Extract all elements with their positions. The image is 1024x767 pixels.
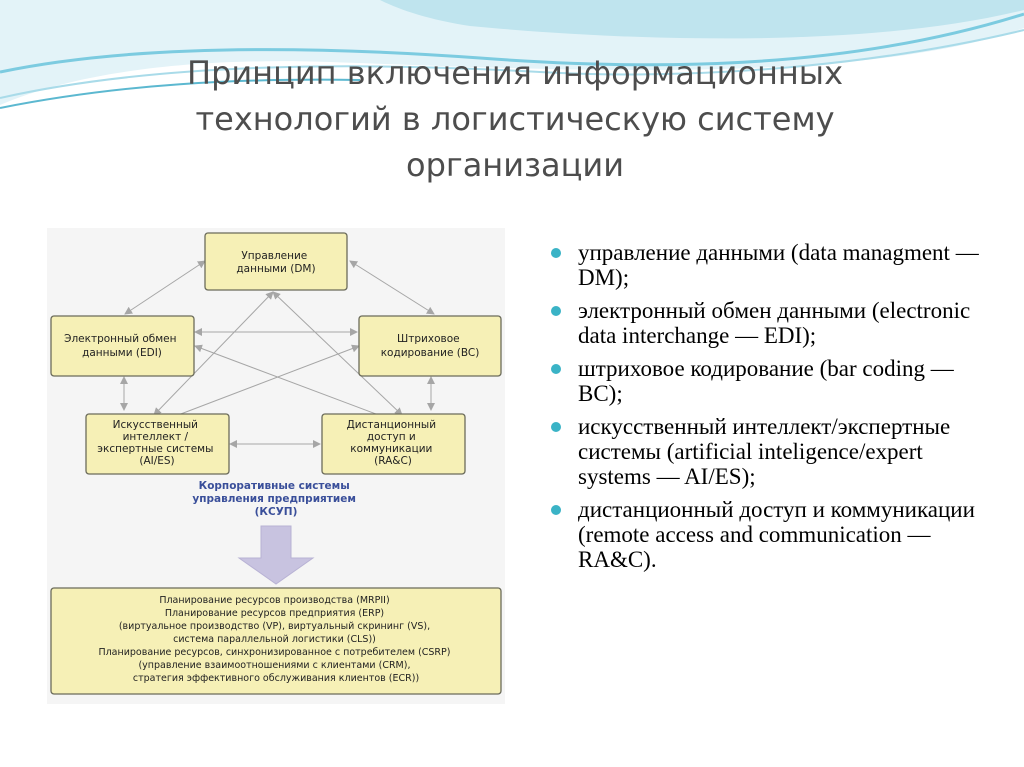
bullet-icon	[551, 422, 561, 432]
list-item-text: штриховое кодирование (bar coding — BC);	[578, 356, 954, 406]
list-item: дистанционный доступ и коммуникации (rem…	[548, 497, 988, 572]
svg-text:Дистанционный доступ и: Дистанционный доступ и коммуникации (RA&…	[347, 419, 440, 467]
node-rac-line: Дистанционный	[347, 419, 436, 431]
node-edi: Электронный обмен данными (EDI)	[50, 315, 195, 377]
list-item-text: дистанционный доступ и коммуникации (rem…	[578, 497, 975, 572]
svg-text:Планирование ресурсов производ: Планирование ресурсов производства (MRPI…	[98, 595, 453, 684]
node-bc-line: кодирование (BC)	[381, 347, 480, 359]
ksup-label-line: управления предприятием	[192, 493, 356, 505]
node-dm-line: данными (DM)	[236, 263, 315, 275]
list-item: искусственный интеллект/экспертные систе…	[548, 414, 988, 489]
svg-text:Штриховое кодирование: Штриховое кодирование (BC)	[381, 333, 480, 359]
svg-text:Управление данными (DM: Управление данными (DM)	[236, 250, 315, 275]
svg-text:Искусственный интеллек: Искусственный интеллект / экспертные сис…	[97, 419, 216, 467]
list-item-text: управление данными (data managment — DM)…	[578, 240, 979, 290]
node-rac-line: коммуникации	[350, 443, 432, 455]
list-item-text: искусственный интеллект/экспертные систе…	[578, 414, 951, 489]
bullet-icon	[551, 306, 561, 316]
node-rac-line: доступ и	[367, 431, 416, 443]
systems-box-line: Планирование ресурсов, синхронизированно…	[98, 647, 450, 658]
systems-box-line: (управление взаимоотношениями с клиентам…	[138, 660, 410, 671]
svg-text:Электронный обмен данн: Электронный обмен данными (EDI)	[64, 333, 180, 359]
node-dm-line: Управление	[241, 250, 307, 262]
node-ai: Искусственный интеллект / экспертные сис…	[85, 413, 230, 475]
node-bc-line: Штриховое	[397, 333, 460, 345]
bullet-icon	[551, 248, 561, 258]
list-item: управление данными (data managment — DM)…	[548, 240, 988, 290]
node-ai-line: интеллект /	[123, 431, 189, 443]
node-ai-line: экспертные системы	[97, 443, 213, 455]
node-bc: Штриховое кодирование (BC)	[358, 315, 502, 377]
systems-box-line: (виртуальное производство (VP), виртуаль…	[119, 621, 430, 632]
systems-box: Планирование ресурсов производства (MRPI…	[50, 587, 502, 695]
it-logistics-diagram: Управление данными (DM) Электронный обме…	[47, 228, 505, 704]
list-item-text: электронный обмен данными (electronic da…	[578, 298, 971, 348]
ksup-label-line: Корпоративные системы	[199, 480, 350, 492]
node-edi-line: данными (EDI)	[82, 347, 162, 359]
systems-box-line: стратегия эффективного обслуживания клие…	[133, 673, 419, 684]
node-dm: Управление данными (DM)	[204, 232, 348, 291]
systems-box-line: система параллельной логистики (CLS))	[173, 634, 376, 645]
bullet-list: управление данными (data managment — DM)…	[548, 240, 988, 580]
list-item: штриховое кодирование (bar coding — BC);	[548, 356, 988, 406]
ksup-label: Корпоративные системы управления предпри…	[192, 480, 359, 518]
connector-arrows	[120, 260, 435, 448]
systems-box-line: Планирование ресурсов производства (MRPI…	[159, 595, 389, 606]
node-rac: Дистанционный доступ и коммуникации (RA&…	[321, 413, 466, 475]
down-arrow	[237, 525, 315, 585]
bullet-icon	[551, 364, 561, 374]
node-edi-line: Электронный обмен	[64, 333, 176, 345]
systems-box-line: Планирование ресурсов предприятия (ERP)	[165, 608, 384, 619]
list-item: электронный обмен данными (electronic da…	[548, 298, 988, 348]
slide-title: Принцип включения информационных техноло…	[187, 54, 843, 184]
node-ai-line: Искусственный	[113, 419, 198, 431]
node-rac-line: (RA&C)	[374, 455, 412, 467]
ksup-label-line: (КСУП)	[255, 506, 298, 518]
wave-decoration	[0, 0, 1024, 109]
bullet-icon	[551, 505, 561, 515]
node-ai-line: (AI/ES)	[139, 455, 174, 467]
